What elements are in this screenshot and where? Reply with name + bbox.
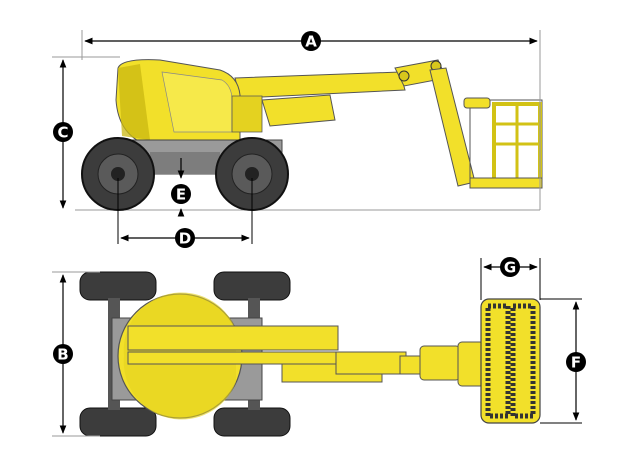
top-view-machine [79, 271, 541, 437]
side-view-machine [75, 59, 543, 211]
side-platform-basket [463, 97, 543, 189]
label-a: A [305, 33, 317, 51]
label-c: C [57, 124, 68, 142]
side-front-wheel [81, 137, 155, 211]
top-platform-basket [480, 298, 541, 424]
label-b: B [57, 346, 68, 364]
dimension-c: C [52, 56, 120, 209]
dimension-d: D [117, 178, 253, 248]
dimension-f: F [540, 298, 586, 424]
dimension-e: E [171, 158, 191, 217]
label-g: G [504, 259, 516, 277]
dimension-a: A [81, 30, 541, 210]
label-e: E [176, 186, 186, 204]
dimension-g: G [480, 257, 541, 300]
label-d: D [179, 230, 191, 248]
label-f: F [571, 354, 581, 372]
dimension-b: B [52, 271, 100, 437]
